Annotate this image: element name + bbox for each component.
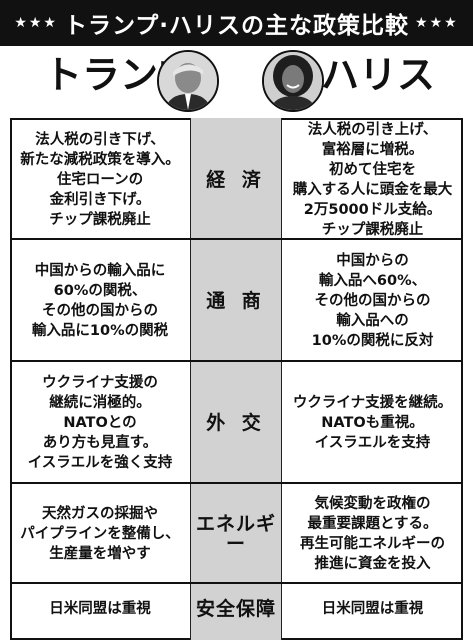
- category-diplomacy: 外 交: [206, 412, 266, 434]
- trump-policy-energy: 天然ガスの採掘や パイプラインを整備し、 生産量を増やす: [20, 506, 180, 562]
- page-title: トランプ·ハリスの主な政策比較: [63, 13, 410, 39]
- trump-policy-economy: 法人税の引き下げ、 新たな減税政策を導入。 住宅ローンの 金利引き下げ。 チップ…: [20, 132, 180, 228]
- category-security: 安全保障: [195, 598, 276, 620]
- title-banner: ★★★ トランプ·ハリスの主な政策比較 ★★★: [0, 0, 473, 46]
- category-column: [190, 118, 282, 640]
- trump-policy-trade: 中国からの輸入品に 60%の関税、 その他の国からの 輸入品に10%の関税: [31, 263, 169, 339]
- harris-policy-diplomacy: ウクライナ支援を継続。 NATOも重視。 イスラエルを支持: [292, 395, 453, 451]
- table-row-diplomacy: ウクライナ支援の 継続に消極的。 NATOとの あり方も見直す。 イスラエルを強…: [10, 362, 463, 484]
- trump-policy-security: 日米同盟は重視: [49, 601, 151, 617]
- title-stars-left: ★★★: [14, 15, 58, 31]
- table-row-security: 日米同盟は重視 安全保障 日米同盟は重視: [10, 584, 463, 634]
- row-divider: [10, 582, 463, 584]
- harris-portrait: [262, 50, 324, 112]
- candidate-header: トランプ ハリス: [0, 46, 473, 118]
- trump-policy-diplomacy: ウクライナ支援の 継続に消極的。 NATOとの あり方も見直す。 イスラエルを強…: [27, 375, 173, 471]
- title-stars-right: ★★★: [415, 15, 459, 31]
- table-row-energy: 天然ガスの採掘や パイプラインを整備し、 生産量を増やす エネルギー 気候変動を…: [10, 484, 463, 584]
- harris-policy-energy: 気候変動を政権の 最重要課題とする。 再生可能エネルギーの 推進に資金を投入: [300, 496, 445, 572]
- row-divider: [10, 238, 463, 240]
- table-row-trade: 中国からの輸入品に 60%の関税、 その他の国からの 輸入品に10%の関税 通 …: [10, 240, 463, 362]
- harris-policy-trade: 中国からの 輸入品へ60%、 その他の国からの 輸入品への 10%の関税に反対: [311, 253, 434, 349]
- harris-policy-economy: 法人税の引き上げ、 富裕層に増税。 初めて住宅を 購入する人に頭金を最大 2万5…: [292, 122, 453, 238]
- row-divider: [10, 482, 463, 484]
- harris-policy-security: 日米同盟は重視: [321, 601, 424, 617]
- category-economy: 経 済: [206, 169, 266, 191]
- category-trade: 通 商: [206, 290, 266, 312]
- trump-portrait: [157, 50, 219, 112]
- row-divider: [10, 360, 463, 362]
- category-energy: エネルギー: [195, 513, 276, 555]
- table-row-economy: 法人税の引き下げ、 新たな減税政策を導入。 住宅ローンの 金利引き下げ。 チップ…: [10, 120, 463, 240]
- candidate-name-harris: ハリス: [321, 53, 436, 97]
